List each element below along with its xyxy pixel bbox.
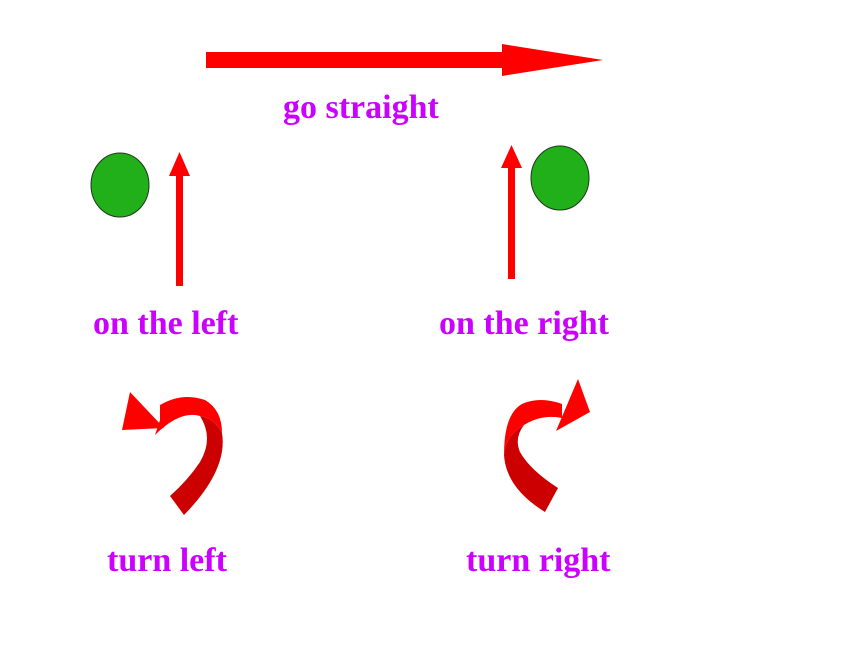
green-circle-icon [530, 145, 590, 211]
arrow-right-icon [206, 44, 603, 76]
on-the-left-label: on the left [93, 305, 239, 342]
turn-left-label: turn left [107, 542, 227, 579]
go-straight-label: go straight [283, 89, 439, 126]
on-the-right-label: on the right [439, 305, 609, 342]
curved-arrow-right-icon [504, 379, 590, 512]
arrow-up-icon [501, 145, 522, 279]
turn-right-label: turn right [466, 542, 611, 579]
green-circle-icon [90, 152, 150, 218]
arrow-up-icon [169, 152, 190, 286]
curved-arrow-left-icon [122, 392, 223, 515]
